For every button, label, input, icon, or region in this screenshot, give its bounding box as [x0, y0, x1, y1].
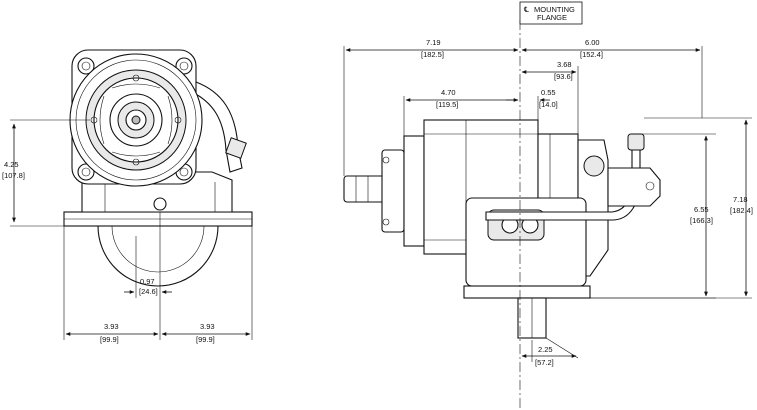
- shaft-drop-in: 2.25: [538, 345, 553, 354]
- flange-step-in: 0.55: [541, 88, 556, 97]
- left-width-in: 3.93: [104, 322, 119, 331]
- rear-cap: [381, 149, 405, 233]
- callout-line2: FLANGE: [537, 13, 567, 22]
- height-a-in: 6.55: [694, 205, 709, 214]
- callout-line1: MOUNTING: [534, 5, 575, 14]
- front-body-mm: [93.6]: [554, 72, 573, 81]
- right-width-in: 3.93: [200, 322, 215, 331]
- pulley-disc: [97, 225, 219, 287]
- front-length-mm: [152.4]: [580, 50, 603, 59]
- height-b-mm: [182.4]: [730, 206, 753, 215]
- front-height-mm: [107.8]: [2, 171, 25, 180]
- height-b-in: 7.18: [733, 195, 748, 204]
- right-bracket: [607, 167, 661, 207]
- shaft-offset-mm: [24.6]: [139, 287, 158, 296]
- shaft-offset-in: 0.97: [140, 277, 155, 286]
- side-dimensions: 7.19 [182.5] 6.00 [152.4] 3.68 [93.6] 4.…: [343, 38, 753, 367]
- shaft-drop-mm: [57.2]: [535, 358, 554, 367]
- rear-length-in: 7.19: [426, 38, 441, 47]
- rear-body-mm: [119.5]: [436, 100, 458, 109]
- side-base-plate: [463, 285, 591, 299]
- rear-body-in: 4.70: [441, 88, 456, 97]
- front-length-in: 6.00: [585, 38, 600, 47]
- flange-callout: ℄ MOUNTING FLANGE: [519, 1, 583, 25]
- flange-step-mm: [14.0]: [539, 100, 558, 109]
- front-dimensions: 4.25 [107.8] 0.97 [24.6] 3.93 [99.9] 3.9…: [2, 119, 253, 344]
- rear-length-mm: [182.5]: [421, 50, 444, 59]
- centerline-symbol: ℄: [523, 5, 530, 14]
- right-width-mm: [99.9]: [196, 335, 215, 344]
- front-view: [63, 49, 253, 287]
- height-a-mm: [166.3]: [690, 216, 713, 225]
- front-shaft-hole: [153, 197, 167, 211]
- front-shaft-center: [131, 115, 141, 125]
- left-width-mm: [99.9]: [100, 335, 119, 344]
- rear-flange: [403, 135, 425, 247]
- front-height-in: 4.25: [4, 160, 19, 169]
- front-body-in: 3.68: [557, 60, 572, 69]
- side-view: [343, 119, 661, 339]
